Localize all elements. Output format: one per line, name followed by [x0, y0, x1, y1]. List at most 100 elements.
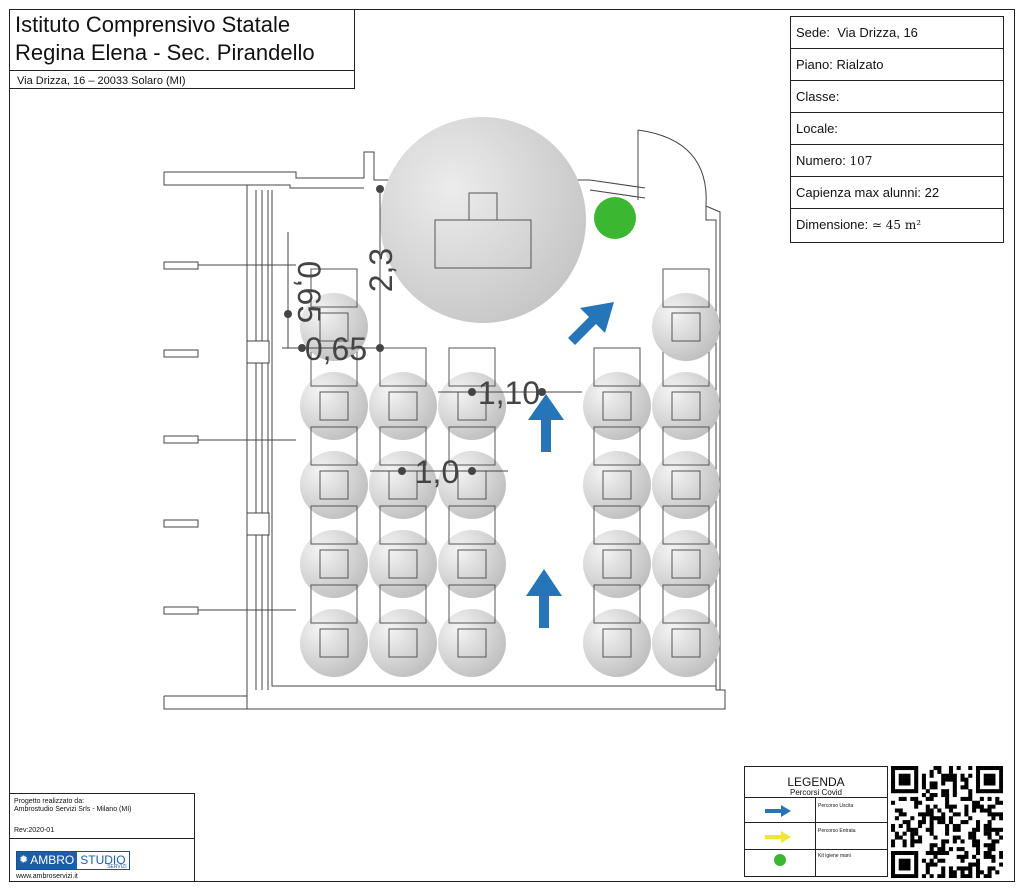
student-chair: [671, 470, 701, 500]
qr-module: [975, 773, 981, 778]
qr-module: [987, 870, 992, 875]
capienza-value: 22: [924, 185, 940, 200]
qr-module: [933, 781, 938, 786]
qr-module: [914, 777, 919, 782]
qr-module: [941, 843, 946, 848]
qr-module: [933, 843, 938, 848]
qr-module: [987, 796, 992, 801]
credit-line2: Ambrostudio Servizi Srls - Milano (MI): [14, 806, 132, 813]
qr-module: [910, 874, 915, 878]
qr-module: [975, 870, 981, 875]
qr-module: [918, 800, 923, 805]
qr-module: [952, 812, 957, 817]
qr-module: [891, 777, 896, 782]
dimensione-label: Dimensione:: [796, 217, 869, 232]
school-name-line1: Istituto Comprensivo Statale: [15, 12, 291, 37]
qr-module: [941, 847, 946, 852]
qr-module: [964, 850, 969, 856]
qr-module: [948, 766, 953, 771]
qr-module: [891, 854, 896, 859]
qr-module: [891, 823, 896, 828]
student-desk: [379, 426, 427, 466]
qr-module: [910, 850, 915, 856]
student-desk: [593, 426, 641, 466]
numero-value: 107: [849, 154, 873, 168]
qr-module: [921, 874, 926, 878]
student-desk: [593, 347, 641, 387]
qr-module: [964, 820, 969, 825]
qr-module: [991, 812, 996, 817]
student-chair: [671, 312, 701, 342]
qr-module: [999, 781, 1003, 786]
qr-module: [948, 820, 953, 825]
capienza-label: Capienza max alunni:: [796, 185, 922, 200]
qr-module: [952, 777, 957, 782]
qr-module: [937, 847, 942, 852]
qr-module: [952, 781, 957, 786]
qr-module: [983, 843, 988, 848]
qr-module: [945, 793, 950, 798]
dimension-label-10: 1,0: [415, 454, 459, 490]
qr-module: [999, 835, 1003, 840]
qr-module: [914, 800, 919, 805]
student-desk: [448, 347, 496, 387]
dimension-label-horizontal-065: 0,65: [305, 331, 367, 367]
qr-module: [906, 823, 911, 828]
hand-sanitizer-kit-icon: [594, 197, 636, 239]
qr-module: [891, 870, 896, 875]
qr-module: [952, 785, 957, 790]
qr-module: [945, 789, 950, 794]
qr-module: [929, 874, 934, 878]
qr-module: [906, 866, 911, 871]
student-safety-circle: [300, 530, 368, 598]
sede-value: Via Drizza, 16: [837, 25, 918, 40]
info-numero: Numero: 107: [791, 145, 1003, 177]
qr-module: [991, 816, 996, 821]
qr-module: [902, 866, 907, 871]
qr-module: [937, 808, 942, 813]
qr-module: [929, 827, 934, 832]
qr-module: [948, 874, 953, 878]
qr-module: [929, 831, 934, 836]
qr-module: [948, 773, 953, 778]
qr-module: [960, 777, 965, 782]
website-link[interactable]: www.ambroservizi.it: [16, 873, 78, 880]
logo-text-ambro: AMBRO: [30, 853, 75, 867]
qr-module: [979, 766, 984, 771]
qr-module: [921, 773, 926, 778]
sun-icon: ✹: [19, 854, 29, 866]
qr-module: [914, 858, 919, 863]
qr-module: [906, 766, 911, 771]
qr-module: [906, 789, 911, 794]
title-block: Istituto Comprensivo Statale Regina Elen…: [9, 9, 355, 89]
qr-module: [964, 804, 969, 809]
qr-module: [995, 827, 1000, 832]
qr-module: [948, 866, 953, 871]
qr-module: [906, 862, 911, 867]
qr-module: [987, 843, 992, 848]
qr-module: [925, 804, 930, 809]
qr-module: [983, 874, 988, 878]
credit-line1: Progetto realizzato da:: [14, 798, 85, 805]
qr-code: [891, 766, 1003, 878]
qr-module: [964, 874, 969, 878]
qr-module: [902, 796, 907, 801]
qr-module: [956, 847, 961, 852]
qr-module: [925, 862, 930, 867]
qr-module: [891, 785, 896, 790]
qr-module: [918, 820, 923, 825]
qr-module: [891, 766, 896, 771]
qr-module: [999, 812, 1003, 817]
qr-module: [894, 808, 899, 813]
legend-subtitle: Percorsi Covid: [789, 788, 842, 797]
student-safety-circle: [300, 293, 368, 361]
qr-module: [937, 769, 942, 774]
qr-module: [979, 789, 984, 794]
student-safety-circle: [438, 372, 506, 440]
qr-module: [968, 766, 973, 771]
qr-module: [948, 769, 953, 774]
hand-sanitizer-dot-icon: [774, 854, 786, 866]
info-classe: Classe:: [791, 81, 1003, 113]
